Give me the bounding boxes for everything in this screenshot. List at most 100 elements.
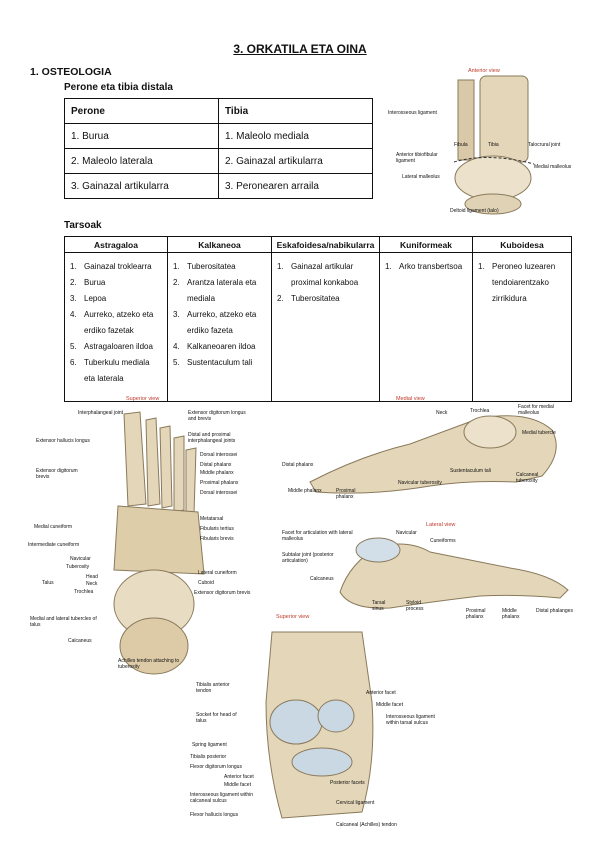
figure-label: Tibialis posterior xyxy=(190,754,227,760)
figure-label: Calcaneus xyxy=(310,576,334,582)
figure-label: Spring ligament xyxy=(192,742,227,748)
figure-label: Achilles tendon attaching to tuberosity xyxy=(118,658,180,670)
figure-label: Tarsal sinus xyxy=(372,600,386,612)
figure-label: Lateral cuneiform xyxy=(198,570,237,576)
figure-label: Intermediate cuneiform xyxy=(28,542,80,548)
table-row: 1. Burua 1. Maleolo mediala xyxy=(64,123,373,149)
table-row: 1.Gainazal troklearra 2.Burua 3.Lepoa 4.… xyxy=(64,252,572,402)
table-cell: 3. Gainazal artikularra xyxy=(64,173,219,199)
table-row: 2. Maleolo laterala 2. Gainazal artikula… xyxy=(64,148,373,174)
list-item: 4.Aurreko, atzeko eta erdiko fazetak xyxy=(70,310,154,335)
table-header-row: Perone Tibia xyxy=(64,98,373,124)
figure-label: Fibularis brevis xyxy=(200,536,234,542)
list-item: 4.Kalkaneoaren ildoa xyxy=(173,342,256,351)
foot-superior-illustration xyxy=(113,411,205,675)
figure-label: Interosseous ligament within calcaneal s… xyxy=(190,792,254,804)
medial-view-figure: Medial view Neck Trochlea Facet for medi… xyxy=(280,396,576,508)
list-item: 1.Peroneo luzearen tendoiarentzako zirri… xyxy=(478,262,556,303)
figure-label: Sustentaculum tali xyxy=(450,468,491,474)
table-row: 3. Gainazal artikularra 3. Peronearen ar… xyxy=(64,173,373,199)
view-label: Superior view xyxy=(276,614,310,620)
tarsal-superior-illustration xyxy=(265,631,374,819)
figure-label: Talus xyxy=(42,580,54,586)
list-item: 3.Lepoa xyxy=(70,294,107,303)
list-item: 1.Gainazal artikular proximal konkaboa xyxy=(277,262,359,287)
figure-label: Proximal phalanx xyxy=(336,488,356,500)
section-heading: 1. OSTEOLOGIA xyxy=(30,66,112,78)
column-header: Perone xyxy=(64,98,219,124)
table-cell-kalkaneoa: 1.Tuberositatea 2.Arantza laterala eta m… xyxy=(167,252,272,402)
figure-label: Extensor digitorum brevis xyxy=(194,590,251,596)
figure-label: Navicular tuberosity xyxy=(398,480,442,486)
table-header-row: Astragaloa Kalkaneoa Eskafoidesa/nabikul… xyxy=(64,236,572,253)
figure-label: Metatarsal xyxy=(200,516,224,522)
list-item: 5.Sustentaculum tali xyxy=(173,358,253,367)
figure-label: Cuboid xyxy=(198,580,214,586)
figure-label: Facet for articulation with lateral mall… xyxy=(282,530,353,542)
figure-label: Extensor hallucis longus xyxy=(36,438,90,444)
column-header: Eskafoidesa/nabikularra xyxy=(271,236,380,253)
lateral-view-figure: Lateral view Facet for articulation with… xyxy=(280,522,576,630)
view-label: Lateral view xyxy=(426,522,456,528)
figure-label: Trochlea xyxy=(470,408,490,414)
figure-label: Extensor digitorum longus and brevis xyxy=(188,410,246,422)
figure-label: Neck xyxy=(436,410,448,416)
table-cell-astragaloa: 1.Gainazal troklearra 2.Burua 3.Lepoa 4.… xyxy=(64,252,168,402)
figure-label: Subtalar joint (posterior articulation) xyxy=(282,552,334,564)
list-item: 1.Tuberositatea xyxy=(173,262,236,271)
figure-label: Navicular xyxy=(70,556,91,562)
figure-label: Distal phalanx xyxy=(282,462,314,468)
figure-label: Cervical ligament xyxy=(336,800,375,806)
column-header: Kalkaneoa xyxy=(167,236,272,253)
figure-label: Tibialis anterior tendon xyxy=(196,682,230,694)
figure-label: Middle phalanx xyxy=(200,470,234,476)
table-cell: 3. Peronearen arraila xyxy=(218,173,373,199)
column-header: Kuniformeak xyxy=(379,236,473,253)
figure-label: Interosseous ligament xyxy=(388,110,437,116)
figure-label: Flexor hallucis longus xyxy=(190,812,239,818)
figure-label: Tibia xyxy=(488,142,499,148)
figure-label: Distal phalanx xyxy=(200,462,232,468)
figure-label: Proximal phalanx xyxy=(466,608,486,620)
figure-label: Medial tubercle xyxy=(522,430,556,436)
figure-label: Medial and lateral tubercles of talus xyxy=(30,616,97,628)
figure-label: Flexor digitorum longus xyxy=(190,764,242,770)
figure-label: Middle facet xyxy=(376,702,403,708)
superior-tarsal-figure: Superior view Tibialis anterior tendon S… xyxy=(186,612,446,844)
figure-label: Dorsal interossei xyxy=(200,452,238,458)
table-cell: 2. Maleolo laterala xyxy=(64,148,219,174)
ankle-anterior-illustration xyxy=(453,75,535,215)
table-cell: 1. Burua xyxy=(64,123,219,149)
table-cell: 1. Maleolo mediala xyxy=(218,123,373,149)
figure-label: Middle facet xyxy=(224,782,251,788)
figure-label: Anterior facet xyxy=(224,774,254,780)
figure-label: Middle phalanx xyxy=(288,488,322,494)
view-label: Anterior view xyxy=(468,68,500,74)
figure-label: Tuberosity xyxy=(66,564,90,570)
figure-label: Distal phalanges xyxy=(536,608,573,614)
table-cell-kuniformeak: 1.Arko transbertsoa xyxy=(379,252,473,402)
list-item: 2.Burua xyxy=(70,278,106,287)
anterior-view-figure: Anterior view Interosseous ligament Fibu… xyxy=(388,66,571,218)
view-label: Medial view xyxy=(396,396,425,402)
page-title: 3. ORKATILA ETA OINA xyxy=(233,42,367,56)
figure-label: Middle phalanx xyxy=(502,608,520,620)
figure-label: Posterior facets xyxy=(330,780,365,786)
list-item: 2.Arantza laterala eta mediala xyxy=(173,278,257,303)
column-header: Kuboidesa xyxy=(472,236,572,253)
figure-label: Facet for medial malleolus xyxy=(518,404,554,416)
figure-label: Dorsal interossei xyxy=(200,490,238,496)
figure-label: Neck xyxy=(86,581,98,587)
list-item: 1.Gainazal troklearra xyxy=(70,262,152,271)
tarsoak-heading: Tarsoak xyxy=(64,220,102,231)
figure-label: Calcaneus xyxy=(68,638,92,644)
list-item: 3.Aurreko, atzeko eta erdiko fazeta xyxy=(173,310,257,335)
list-item: 2.Tuberositatea xyxy=(277,294,340,303)
table-cell-eskafoidesa: 1.Gainazal artikular proximal konkaboa 2… xyxy=(271,252,380,402)
foot-medial-illustration xyxy=(309,415,557,494)
list-item: 1.Arko transbertsoa xyxy=(385,262,463,271)
figure-label: Styloid process xyxy=(406,600,424,612)
column-header: Astragaloa xyxy=(64,236,168,253)
figure-label: Head xyxy=(86,574,98,580)
figure-label: Anterior tibiofibular ligament xyxy=(396,152,438,164)
